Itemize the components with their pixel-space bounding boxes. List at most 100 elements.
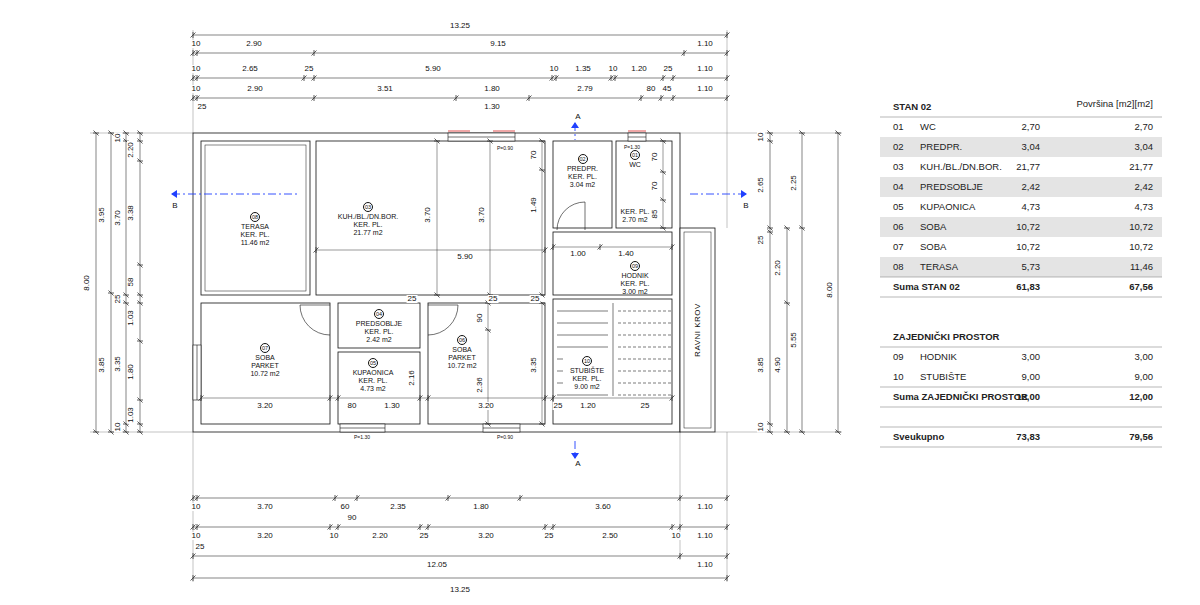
table-cell: 07 (893, 242, 904, 252)
section-mark: B (172, 202, 177, 210)
room-label: 03KUH./BL./DN.BOR.KER. PL.21.77 m2 (318, 188, 418, 250)
interior-dimensions (553, 247, 672, 248)
dimension-label: 1.80 (127, 363, 135, 381)
dimension-label: 2.35 (389, 503, 407, 511)
dimension-label: 2.50 (601, 532, 619, 540)
dimension-lines (96, 133, 97, 432)
window-note: P=1.30 (623, 145, 641, 150)
dimension-lines (193, 527, 727, 528)
room-name: SOBA (452, 346, 471, 354)
dimension-label: 3.95 (98, 206, 106, 224)
table-cell: Suma ZAJEDNIČKI PROSTOR (893, 392, 1028, 402)
table-cell: STAN 02 (893, 102, 931, 112)
dimension-label: 5.55 (790, 331, 798, 349)
dimension-label: 25 (640, 402, 651, 410)
table-rules (880, 117, 1162, 447)
window-note: P=0.90 (496, 146, 514, 151)
dimension-label: 2.25 (790, 174, 798, 192)
dimension-label: 3.20 (477, 402, 495, 410)
dimension-label: 70 (651, 181, 659, 192)
windows (448, 133, 515, 141)
dimension-label: 10 (757, 132, 765, 143)
room-label: 01WCKER. PL.2.70 m2 (618, 150, 652, 224)
table-cell: 10,72 (1016, 242, 1040, 252)
table-rules (880, 447, 1162, 448)
table-cell: 79,56 (1129, 432, 1153, 442)
windows (340, 424, 385, 432)
dimension-label: 10 (114, 422, 122, 433)
table-cell: SOBA (920, 222, 946, 232)
interior-dimensions (542, 303, 543, 424)
room-name: KER. PL. (354, 221, 383, 229)
dimension-label: 25 (195, 543, 206, 551)
dimension-label: 3.20 (256, 402, 274, 410)
table-cell: 06 (893, 222, 904, 232)
table-rules (880, 407, 1162, 408)
table-cell: PREDPR. (920, 142, 962, 152)
table-cell: TERASA (920, 262, 958, 272)
windows (448, 137, 515, 138)
dimension-label: 10 (114, 133, 122, 144)
dimension-label: 5.90 (424, 65, 442, 73)
dimension-label: 3.60 (594, 503, 612, 511)
dimension-label: 3.70 (424, 206, 432, 224)
dimension-label: 58 (127, 277, 135, 288)
room-label: 08TERASAKER. PL.11.46 m2 (205, 198, 305, 260)
dimension-lines (193, 53, 727, 54)
dimension-label: 3.70 (114, 209, 122, 227)
dimension-label: 2.20 (127, 141, 135, 159)
stair-steps (618, 311, 672, 395)
section-arrows (171, 122, 747, 459)
section-mark: A (575, 113, 580, 121)
table-cell: 03 (893, 162, 904, 172)
windows (483, 428, 520, 429)
walls (553, 232, 672, 295)
room-name: KER. PL. (573, 375, 602, 383)
window-note: P=1.30 (353, 435, 371, 440)
room-name: 3.00 m2 (622, 288, 647, 296)
walls (680, 228, 715, 432)
dimension-label: 80 (347, 402, 358, 410)
dimension-label: 1.00 (569, 250, 587, 258)
room-name: 4.73 m2 (360, 385, 385, 393)
walls (338, 352, 420, 424)
dimension-label: 8.00 (83, 274, 91, 292)
dimension-label: 13.25 (449, 586, 471, 594)
table-cell: ZAJEDNIČKI PROSTOR (893, 332, 999, 342)
table-rules (880, 387, 1162, 388)
dimension-label: 1.35 (574, 65, 592, 73)
table-cell: KUPAONICA (920, 202, 975, 212)
dimension-label: 10 (191, 503, 202, 511)
dimension-label: 45 (662, 85, 673, 93)
room-name: KER. PL. (568, 173, 597, 181)
windows (340, 428, 385, 429)
dimension-label: 3.70 (256, 503, 274, 511)
windows (628, 133, 646, 141)
table-rules (880, 427, 1162, 428)
windows (628, 137, 646, 138)
room-name: KUPAONICA (353, 369, 394, 377)
table-cell: Sveukupno (893, 432, 944, 442)
dimension-label: 10 (549, 65, 560, 73)
dimension-label: 2.16 (408, 369, 416, 387)
stair-steps (613, 303, 614, 396)
dimension-lines (193, 578, 727, 579)
section-arrows (571, 122, 579, 128)
table-cell: 3,00 (1135, 352, 1154, 362)
table-cell: 61,83 (1016, 282, 1040, 292)
dimension-lines (193, 78, 727, 79)
room-name: KER. PL. (621, 280, 650, 288)
walls (616, 141, 672, 228)
dimension-label: 1.03 (127, 406, 135, 424)
table-shading (880, 177, 1162, 197)
dimension-label: 4.90 (774, 356, 782, 374)
room-number: 03 (363, 202, 373, 212)
dimension-label: 85 (651, 209, 659, 220)
dimension-label: 5.90 (456, 253, 474, 261)
dimension-label: 1.49 (530, 196, 538, 214)
walls (205, 145, 306, 291)
table-shading (880, 137, 1162, 277)
table-rules (880, 277, 1162, 278)
dimension-lines (193, 35, 727, 36)
dimension-label: 9.15 (489, 40, 507, 48)
